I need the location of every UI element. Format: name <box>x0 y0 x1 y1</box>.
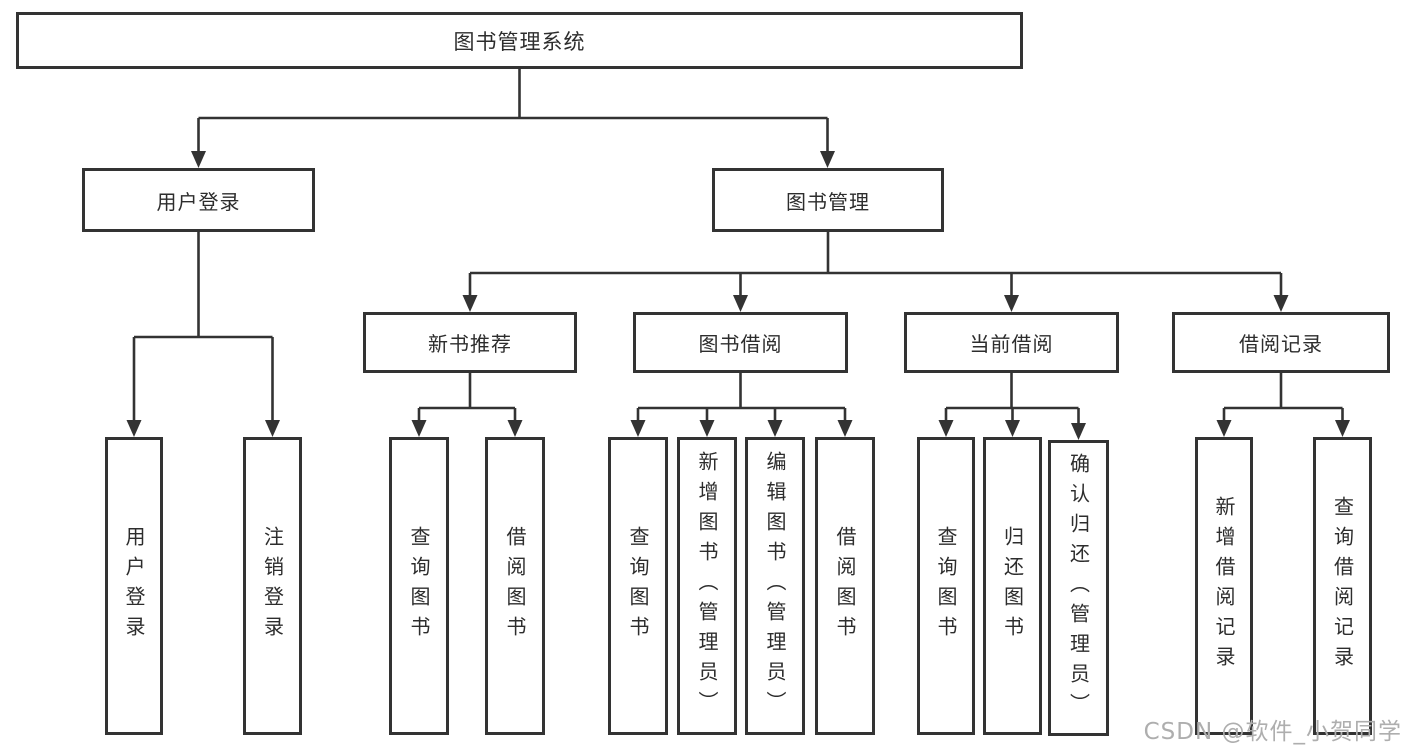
leaf-add-borrow-record: 新增借阅记录 <box>1195 437 1253 735</box>
leaf-borrow-books-borrowing: 借阅图书 <box>815 437 875 735</box>
leaf-add-book-admin: 新增图书（管理员） <box>677 437 737 735</box>
leaf-confirm-return-admin: 确认归还（管理员） <box>1048 440 1109 736</box>
node-root-system: 图书管理系统 <box>16 12 1023 69</box>
leaf-user-login: 用户登录 <box>105 437 163 735</box>
leaf-return-book: 归还图书 <box>983 437 1042 735</box>
leaf-query-books-borrowing: 查询图书 <box>608 437 668 735</box>
node-user-login-group: 用户登录 <box>82 168 315 232</box>
leaf-query-borrow-record: 查询借阅记录 <box>1313 437 1372 735</box>
csdn-watermark: CSDN @软件_小贺同学 <box>1143 719 1402 745</box>
leaf-query-books-recommend: 查询图书 <box>389 437 449 735</box>
leaf-edit-book-admin: 编辑图书（管理员） <box>745 437 805 735</box>
leaf-query-books-current: 查询图书 <box>917 437 975 735</box>
node-book-borrowing: 图书借阅 <box>633 312 848 373</box>
node-current-borrowing: 当前借阅 <box>904 312 1119 373</box>
node-borrowing-records: 借阅记录 <box>1172 312 1390 373</box>
leaf-borrow-books-recommend: 借阅图书 <box>485 437 545 735</box>
leaf-logout: 注销登录 <box>243 437 302 735</box>
node-new-book-recommendation: 新书推荐 <box>363 312 577 373</box>
node-book-management-group: 图书管理 <box>712 168 944 232</box>
